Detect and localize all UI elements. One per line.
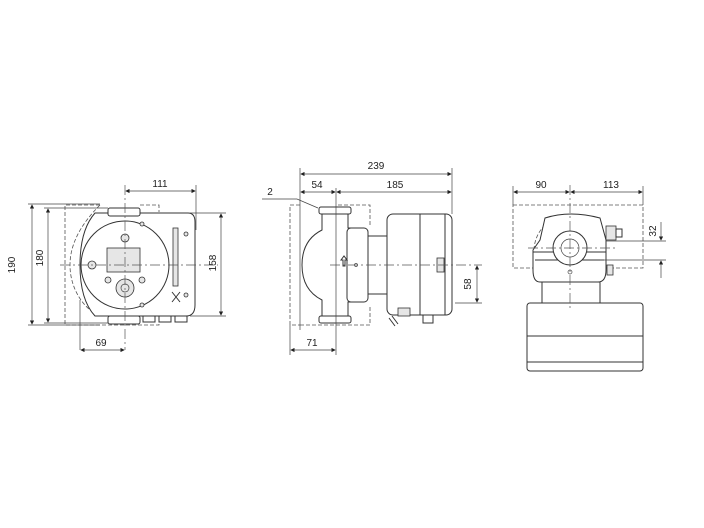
dim-2: 2 [267, 187, 273, 198]
dim-54: 54 [311, 180, 323, 191]
bottom-flange [107, 315, 141, 325]
top-view: 90 113 32 [512, 180, 666, 372]
dim-111: 111 [152, 179, 168, 190]
dim-58: 58 [463, 278, 474, 290]
outlet-flange [318, 315, 352, 324]
dim-32: 32 [648, 225, 659, 237]
dim-69: 69 [95, 338, 107, 349]
neck [541, 281, 601, 305]
side-view: 239 54 185 2 58 71 [262, 161, 482, 355]
dim-158: 158 [208, 254, 219, 271]
dim-113: 113 [603, 180, 619, 191]
motor-box [526, 302, 644, 372]
dim-185: 185 [387, 180, 404, 191]
connector [605, 225, 617, 241]
brand-logo-strip [172, 227, 179, 287]
dim-90: 90 [535, 180, 547, 191]
dim-180: 180 [35, 249, 46, 266]
dim-71: 71 [306, 338, 318, 349]
display [106, 247, 141, 273]
pump-volute [301, 213, 353, 317]
inlet-flange [318, 206, 352, 215]
top-flange [107, 207, 141, 217]
dim-239: 239 [368, 161, 385, 172]
front-view: 111 190 180 158 69 [7, 179, 226, 353]
dim-190: 190 [7, 256, 18, 273]
